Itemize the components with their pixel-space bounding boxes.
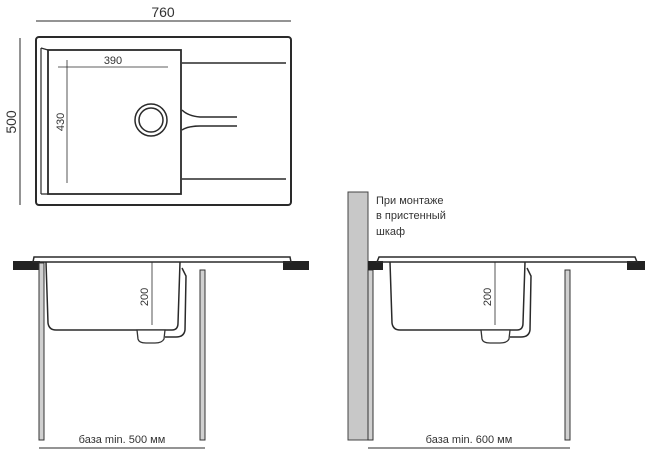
drain-fitting: [480, 329, 511, 344]
note-line-3: шкаф: [376, 226, 405, 238]
drain-inner-icon: [138, 107, 164, 133]
wall: [347, 191, 369, 441]
overflow-pipe: [510, 267, 532, 338]
cabinet-wall-left: [38, 262, 45, 441]
note-line-2: в пристенный: [376, 210, 446, 222]
top-view: 760 500 390 430: [3, 4, 292, 206]
width-dimension-label: 760: [151, 4, 175, 20]
sink-rim: [32, 256, 292, 263]
bowl-profile: [45, 261, 181, 331]
cabinet-wall-right: [199, 269, 206, 441]
side-view-standard: 200 база min. 500 мм: [13, 256, 309, 449]
note-line-1: При монтаже: [376, 195, 444, 207]
cabinet-wall-left: [367, 269, 374, 441]
bowl-outline: [47, 49, 182, 195]
countertop-right: [627, 261, 645, 270]
countertop-left: [13, 261, 40, 270]
base-dimension-label: база min. 500 мм: [79, 434, 166, 446]
sink-outline: [35, 36, 292, 206]
bowl-height-label: 200: [482, 288, 494, 306]
overflow-pipe: [165, 267, 187, 338]
cabinet-wall-right: [564, 269, 571, 441]
base-dimension-label: база min. 600 мм: [426, 434, 513, 446]
countertop-right: [283, 261, 309, 270]
bowl-width-label: 390: [104, 55, 122, 67]
countertop-left: [368, 261, 383, 270]
sink-rim: [375, 256, 639, 263]
bowl-height-label: 200: [139, 288, 151, 306]
drain-outer-icon: [134, 103, 168, 137]
drain-fitting: [136, 329, 166, 344]
rim-strip: [40, 47, 49, 195]
depth-dimension-label: 500: [3, 110, 19, 134]
bowl-profile: [389, 261, 526, 331]
side-view-wall: При монтаже в пристенный шкаф 200 база m…: [347, 191, 645, 449]
bowl-depth-label: 430: [55, 113, 67, 131]
drain-channel: [181, 109, 237, 131]
